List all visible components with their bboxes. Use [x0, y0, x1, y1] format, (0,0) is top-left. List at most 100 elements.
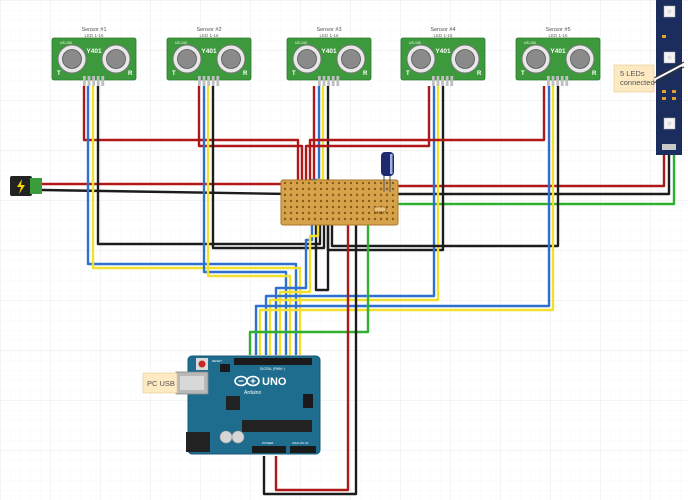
sensor-chip-label: Y401	[321, 48, 337, 55]
wire-black-jack	[41, 188, 291, 196]
sensor-pin	[551, 76, 555, 86]
sensor-led-label: LED 1-16	[199, 33, 219, 38]
sensor-pin	[87, 76, 91, 86]
sensor-led-label: LED 1-16	[548, 33, 568, 38]
capacitor-left	[219, 430, 233, 444]
wire-red-strip	[395, 150, 666, 188]
sensor-t-label: T	[172, 71, 176, 77]
sensor-chip-label: Y401	[86, 48, 102, 55]
wire-yellow-s1	[91, 86, 302, 355]
wire-black-strip	[395, 150, 671, 196]
sensor-t-label: T	[406, 71, 410, 77]
sensor-r-label: R	[592, 71, 597, 77]
arduino-power-label: POWER	[262, 441, 274, 445]
sensor-model-label: US-100	[295, 41, 307, 45]
sensor-pin	[96, 76, 100, 86]
sensor-pin	[216, 76, 220, 86]
analog-header	[290, 446, 316, 453]
sensor-pin	[101, 76, 105, 86]
wire-yellow-s2	[206, 86, 292, 355]
arduino-logo	[234, 375, 260, 387]
lightning-icon	[17, 179, 25, 194]
leds-note-line-2: connected	[620, 78, 655, 87]
wire-black-arduino	[262, 206, 358, 496]
arduino-brand: Arduino	[244, 390, 261, 396]
sensor-pin	[202, 76, 206, 86]
sensor-pin	[445, 76, 449, 86]
sensor-led-label: LED 1-16	[319, 33, 339, 38]
led-chip	[663, 51, 676, 64]
sensor-r-label: R	[477, 71, 482, 77]
sensor-pin	[322, 76, 326, 86]
power-jack	[10, 176, 42, 196]
sensor-model-label: US-100	[175, 41, 187, 45]
wire-blue-s5	[254, 86, 551, 355]
sensor-chip-label: Y401	[435, 48, 451, 55]
resistor: 47Ω	[373, 206, 387, 215]
digital-header	[234, 358, 312, 365]
wire-black-s5	[330, 86, 560, 248]
sensor-pin	[450, 76, 454, 86]
sensor-pin	[565, 76, 569, 86]
sensor-model-label: US-100	[60, 41, 72, 45]
arduino-uno: UNO Arduino DIGITAL (PWM~) RESET POWER A…	[175, 355, 321, 455]
sensor-pin	[441, 76, 444, 86]
wire-blue-s4	[264, 86, 436, 355]
sensor-pin	[331, 76, 335, 86]
wire-yellow-s4	[268, 86, 440, 355]
led-chip	[663, 117, 676, 130]
dc-barrel	[186, 432, 210, 452]
sensor-r-label: R	[128, 71, 133, 77]
sensor-title: Sensor #1	[81, 27, 106, 33]
sensor-title: Sensor #3	[316, 27, 341, 33]
sensor-title: Sensor #2	[196, 27, 221, 33]
sensor-chip-label: Y401	[201, 48, 217, 55]
arduino-analog-label: ANALOG IN	[292, 441, 308, 445]
wire-red-s4	[304, 86, 431, 183]
wire-blue-s2	[202, 86, 288, 355]
sensor-pin	[436, 76, 440, 86]
wire-black-s2	[211, 86, 326, 250]
microcontroller	[242, 420, 312, 432]
arduino-model: UNO	[262, 376, 287, 388]
sensor-pin	[336, 76, 340, 86]
leds-connected-note: 5 LEDs connected	[613, 61, 685, 93]
sensor-pin	[198, 76, 201, 86]
sensor-pin	[556, 76, 559, 86]
sensor-led-label: LED 1-16	[84, 33, 104, 38]
sensor-pin	[547, 76, 550, 86]
sensor-pin	[560, 76, 564, 86]
sensor-r-label: R	[243, 71, 248, 77]
sensor-pin	[327, 76, 330, 86]
wires	[41, 86, 676, 496]
arduino-reset-label: RESET	[212, 359, 222, 363]
wire-green-strip	[392, 150, 676, 206]
sensor-title: Sensor #5	[545, 27, 570, 33]
wire-red-arduino	[274, 206, 350, 492]
sensor-pin	[318, 76, 321, 86]
sensor-led-label: LED 1-16	[433, 33, 453, 38]
sensor-pin	[211, 76, 215, 86]
perfboard: 47Ω	[280, 179, 399, 226]
wire-red-s1	[82, 86, 300, 183]
wire-green-arduino	[248, 208, 370, 355]
pc-usb-note: PC USB	[142, 372, 178, 394]
sensor-t-label: T	[57, 71, 61, 77]
reset-button	[198, 360, 206, 368]
sensor-pin	[83, 76, 86, 86]
arduino-digital-label: DIGITAL (PWM~)	[260, 367, 285, 371]
sensor-pin	[92, 76, 95, 86]
sensor-model-label: US-100	[524, 41, 536, 45]
capacitor	[381, 152, 394, 192]
power-header	[252, 446, 286, 453]
sensor-pin	[432, 76, 435, 86]
resistor-label: 47Ω	[376, 210, 383, 215]
wire-red-s5	[308, 86, 546, 183]
sensor-chip-label: Y401	[550, 48, 566, 55]
